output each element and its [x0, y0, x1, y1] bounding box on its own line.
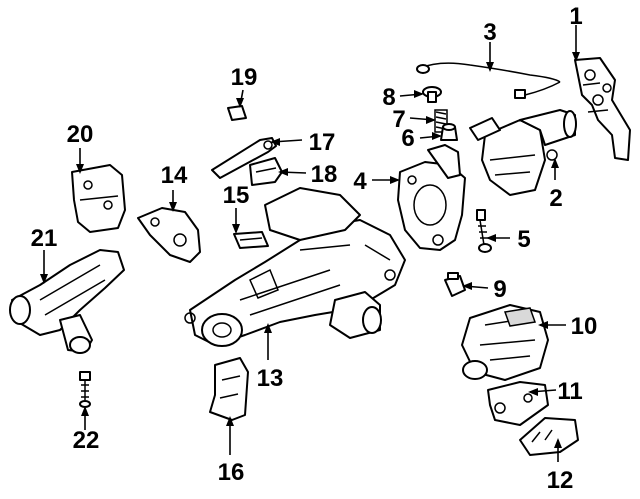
part-7-spring — [434, 109, 448, 133]
callout-16: 16 — [218, 459, 245, 486]
callout-labels: 1 2 3 4 5 6 7 8 9 10 11 12 13 14 15 16 1… — [31, 3, 598, 494]
callout-10: 10 — [571, 313, 598, 340]
callout-3: 3 — [483, 19, 496, 46]
part-19-pin — [227, 105, 247, 121]
callout-2: 2 — [549, 185, 562, 212]
callout-13: 13 — [257, 365, 284, 392]
callout-12: 12 — [547, 467, 574, 494]
callout-15: 15 — [223, 182, 250, 209]
part-4-lock-housing — [397, 144, 466, 251]
callout-19: 19 — [231, 64, 258, 91]
callout-4: 4 — [353, 168, 367, 195]
part-2-tilt-housing — [469, 109, 577, 196]
callout-17: 17 — [309, 129, 336, 156]
part-10-tilt-motor — [461, 304, 549, 381]
part-20-bracket — [71, 164, 126, 233]
callout-18: 18 — [311, 161, 338, 188]
part-11-bracket — [487, 381, 549, 426]
part-9-sensor — [444, 272, 466, 297]
callout-8: 8 — [382, 84, 395, 111]
part-6-bushing — [440, 123, 458, 141]
part-1-bracket — [574, 57, 631, 161]
callout-7: 7 — [392, 106, 405, 133]
part-12-bracket — [519, 417, 579, 456]
callout-9: 9 — [493, 276, 506, 303]
part-13-column-body — [184, 187, 406, 347]
part-15-clip — [233, 231, 269, 249]
callout-21: 21 — [31, 225, 58, 252]
part-14-cover — [137, 207, 201, 263]
part-8-knob — [422, 86, 442, 103]
callout-5: 5 — [517, 226, 530, 253]
callout-6: 6 — [401, 125, 414, 152]
part-21-lower-column — [9, 249, 125, 354]
part-22-screw — [79, 371, 91, 408]
callout-11: 11 — [557, 378, 582, 405]
callout-20: 20 — [67, 121, 94, 148]
part-16-bracket — [209, 357, 249, 421]
callout-1: 1 — [569, 3, 582, 30]
part-18-bracket — [249, 157, 283, 186]
callout-22: 22 — [73, 427, 100, 454]
callout-14: 14 — [161, 162, 188, 189]
part-3-cable — [416, 62, 561, 99]
part-17-lever — [211, 137, 277, 179]
part-5-bolt — [476, 209, 492, 253]
leader-lines — [40, 25, 580, 462]
